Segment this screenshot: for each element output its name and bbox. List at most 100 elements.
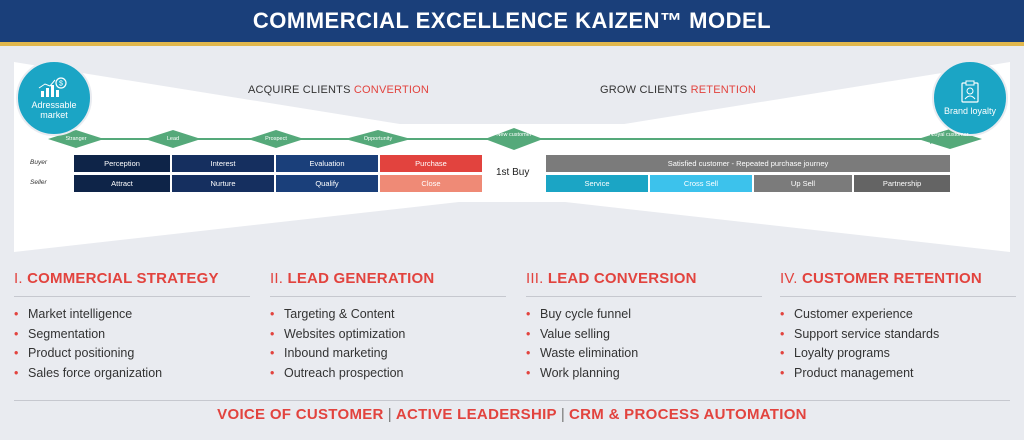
- seller-cell-close: Close: [380, 175, 482, 192]
- bullet-icon: •: [14, 307, 19, 321]
- adressable-market-label: Adressable market: [31, 100, 77, 120]
- footer-crm-process-automation: CRM & PROCESS AUTOMATION: [569, 406, 807, 423]
- bullet-icon: •: [526, 346, 531, 360]
- brand-loyalty-circle: Brand loyalty: [932, 60, 1008, 136]
- list-item-text: Segmentation: [28, 326, 106, 341]
- pillar-divider: [14, 296, 250, 297]
- bullet-icon: •: [270, 346, 275, 360]
- list-item-text: Value selling: [540, 326, 610, 341]
- list-item: •Targeting & Content: [270, 305, 510, 325]
- satisfied-customer-bar: Satisfied customer - Repeated purchase j…: [546, 155, 950, 172]
- list-item: • Product positioning: [14, 344, 254, 364]
- pillar-list: •Market intelligence •Segmentation •Prod…: [14, 305, 254, 383]
- list-item: •Buy cycle funnel: [526, 305, 766, 325]
- list-item: •Loyalty programs: [780, 344, 1020, 364]
- footer-separator: |: [387, 406, 392, 423]
- stage-diamond-lead: [145, 130, 201, 148]
- seller-cell-attract: Attract: [74, 175, 170, 192]
- list-item-text: Outreach prospection: [284, 365, 404, 380]
- footer-banner: VOICE OF CUSTOMER|ACTIVE LEADERSHIP|CRM …: [0, 406, 1024, 423]
- list-item: •Waste elimination: [526, 344, 766, 364]
- list-item: •Market intelligence: [14, 305, 254, 325]
- buyer-cell-purchase: Purchase: [380, 155, 482, 172]
- header-accent-line: [0, 42, 1024, 46]
- list-item: • Sales force organization: [14, 364, 254, 384]
- footer-active-leadership: ACTIVE LEADERSHIP: [395, 406, 557, 423]
- bullet-icon: •: [14, 346, 19, 360]
- customer-journey-funnel: $ Adressable market Brand loyalty ACQUIR…: [0, 46, 1024, 260]
- pillar-name: LEAD GENERATION: [287, 270, 435, 287]
- list-item: • Product management: [780, 364, 1020, 384]
- list-item-text: Targeting & Content: [284, 307, 395, 321]
- loyalty-clipboard-icon: [961, 80, 979, 103]
- page-title: COMMERCIAL EXCELLENCE KAIZEN™ MODEL: [252, 8, 772, 33]
- bullet-icon: •: [780, 346, 785, 360]
- stage-label-opportunity: Opportunity: [363, 136, 393, 142]
- stage-label-stranger: Stranger: [65, 136, 87, 142]
- pillar-divider: [526, 296, 762, 297]
- header-bar: COMMERCIAL EXCELLENCE KAIZEN™ MODEL: [0, 0, 1024, 42]
- stage-label-lead: Lead: [166, 136, 180, 142]
- stage-diamonds: [48, 128, 982, 150]
- market-growth-icon: $: [38, 77, 67, 97]
- buyer-cell-perception: Perception: [74, 155, 170, 172]
- list-item: •Work planning: [526, 364, 766, 384]
- list-item: •Support service standards: [780, 325, 1020, 345]
- list-item-text: Customer experience: [794, 307, 913, 321]
- footer-divider: [14, 400, 1010, 401]
- retention-cell-service: Service: [546, 175, 648, 192]
- stage-label-prospect: Prospect: [265, 136, 287, 142]
- pillar-lead-generation: II. LEAD GENERATION •Targeting & Content…: [270, 270, 510, 383]
- pillar-divider: [780, 296, 1016, 297]
- adressable-market-circle: $ Adressable market: [16, 60, 92, 136]
- grow-clients-title: GROW CLIENTS RETENTION: [600, 84, 756, 96]
- pillars-section: I. COMMERCIAL STRATEGY •Market intellige…: [0, 262, 1024, 397]
- seller-cell-qualify: Qualify: [276, 175, 378, 192]
- list-item-text: Websites optimization: [284, 326, 406, 341]
- pillar-number: I.: [14, 270, 23, 287]
- svg-text:$: $: [59, 81, 63, 88]
- pillar-lead-conversion: III. LEAD CONVERSION •Buy cycle funnel •…: [526, 270, 766, 383]
- list-item: • Value selling: [526, 325, 766, 345]
- pillar-number: III.: [526, 270, 544, 287]
- footer-voice-of-customer: VOICE OF CUSTOMER: [217, 406, 384, 423]
- list-item: • Customer experience: [780, 305, 1020, 325]
- pillar-list: •Targeting & Content •Websites optimizat…: [270, 305, 510, 383]
- bullet-icon: •: [780, 365, 785, 380]
- bullet-icon: •: [780, 307, 785, 321]
- bullet-icon: •: [526, 326, 531, 341]
- pillar-name: LEAD CONVERSION: [547, 270, 697, 287]
- list-item: •Segmentation: [14, 325, 254, 345]
- list-item: • Outreach prospection: [270, 364, 510, 384]
- bullet-icon: •: [14, 365, 19, 380]
- pillar-number: IV.: [780, 270, 798, 287]
- list-item: • Inbound marketing: [270, 344, 510, 364]
- stage-diamond-new-customer: [485, 128, 543, 150]
- list-item-text: Product positioning: [28, 346, 135, 360]
- bullet-icon: •: [270, 326, 275, 341]
- row-label-seller: Seller: [30, 179, 47, 186]
- pillar-title: IV. CUSTOMER RETENTION: [780, 270, 1020, 287]
- funnel-background: [14, 62, 1010, 252]
- list-item-text: Inbound marketing: [284, 346, 388, 360]
- seller-cell-nurture: Nurture: [172, 175, 274, 192]
- pillar-name: COMMERCIAL STRATEGY: [27, 270, 219, 287]
- pillar-name: CUSTOMER RETENTION: [801, 270, 982, 287]
- pillar-title: I. COMMERCIAL STRATEGY: [14, 270, 254, 287]
- bullet-icon: •: [270, 365, 275, 380]
- retention-cell-cross-sell: Cross Sell: [650, 175, 752, 192]
- list-item-text: Work planning: [540, 365, 620, 380]
- acquire-clients-title: ACQUIRE CLIENTS CONVERTION: [248, 84, 429, 96]
- pillar-number: II.: [270, 270, 284, 287]
- footer-separator: |: [560, 406, 566, 423]
- grow-title-highlight: RETENTION: [690, 84, 756, 96]
- list-item-text: Product management: [794, 365, 914, 380]
- stage-diamond-opportunity: [345, 130, 411, 148]
- stage-label-loyal-customer: Loyal customer: [931, 132, 969, 138]
- acquire-title-highlight: CONVERTION: [353, 84, 430, 96]
- list-item-text: Sales force organization: [28, 365, 163, 380]
- buyer-cell-interest: Interest: [172, 155, 274, 172]
- pillar-title: II. LEAD GENERATION: [270, 270, 510, 287]
- pillar-commercial-strategy: I. COMMERCIAL STRATEGY •Market intellige…: [14, 270, 254, 383]
